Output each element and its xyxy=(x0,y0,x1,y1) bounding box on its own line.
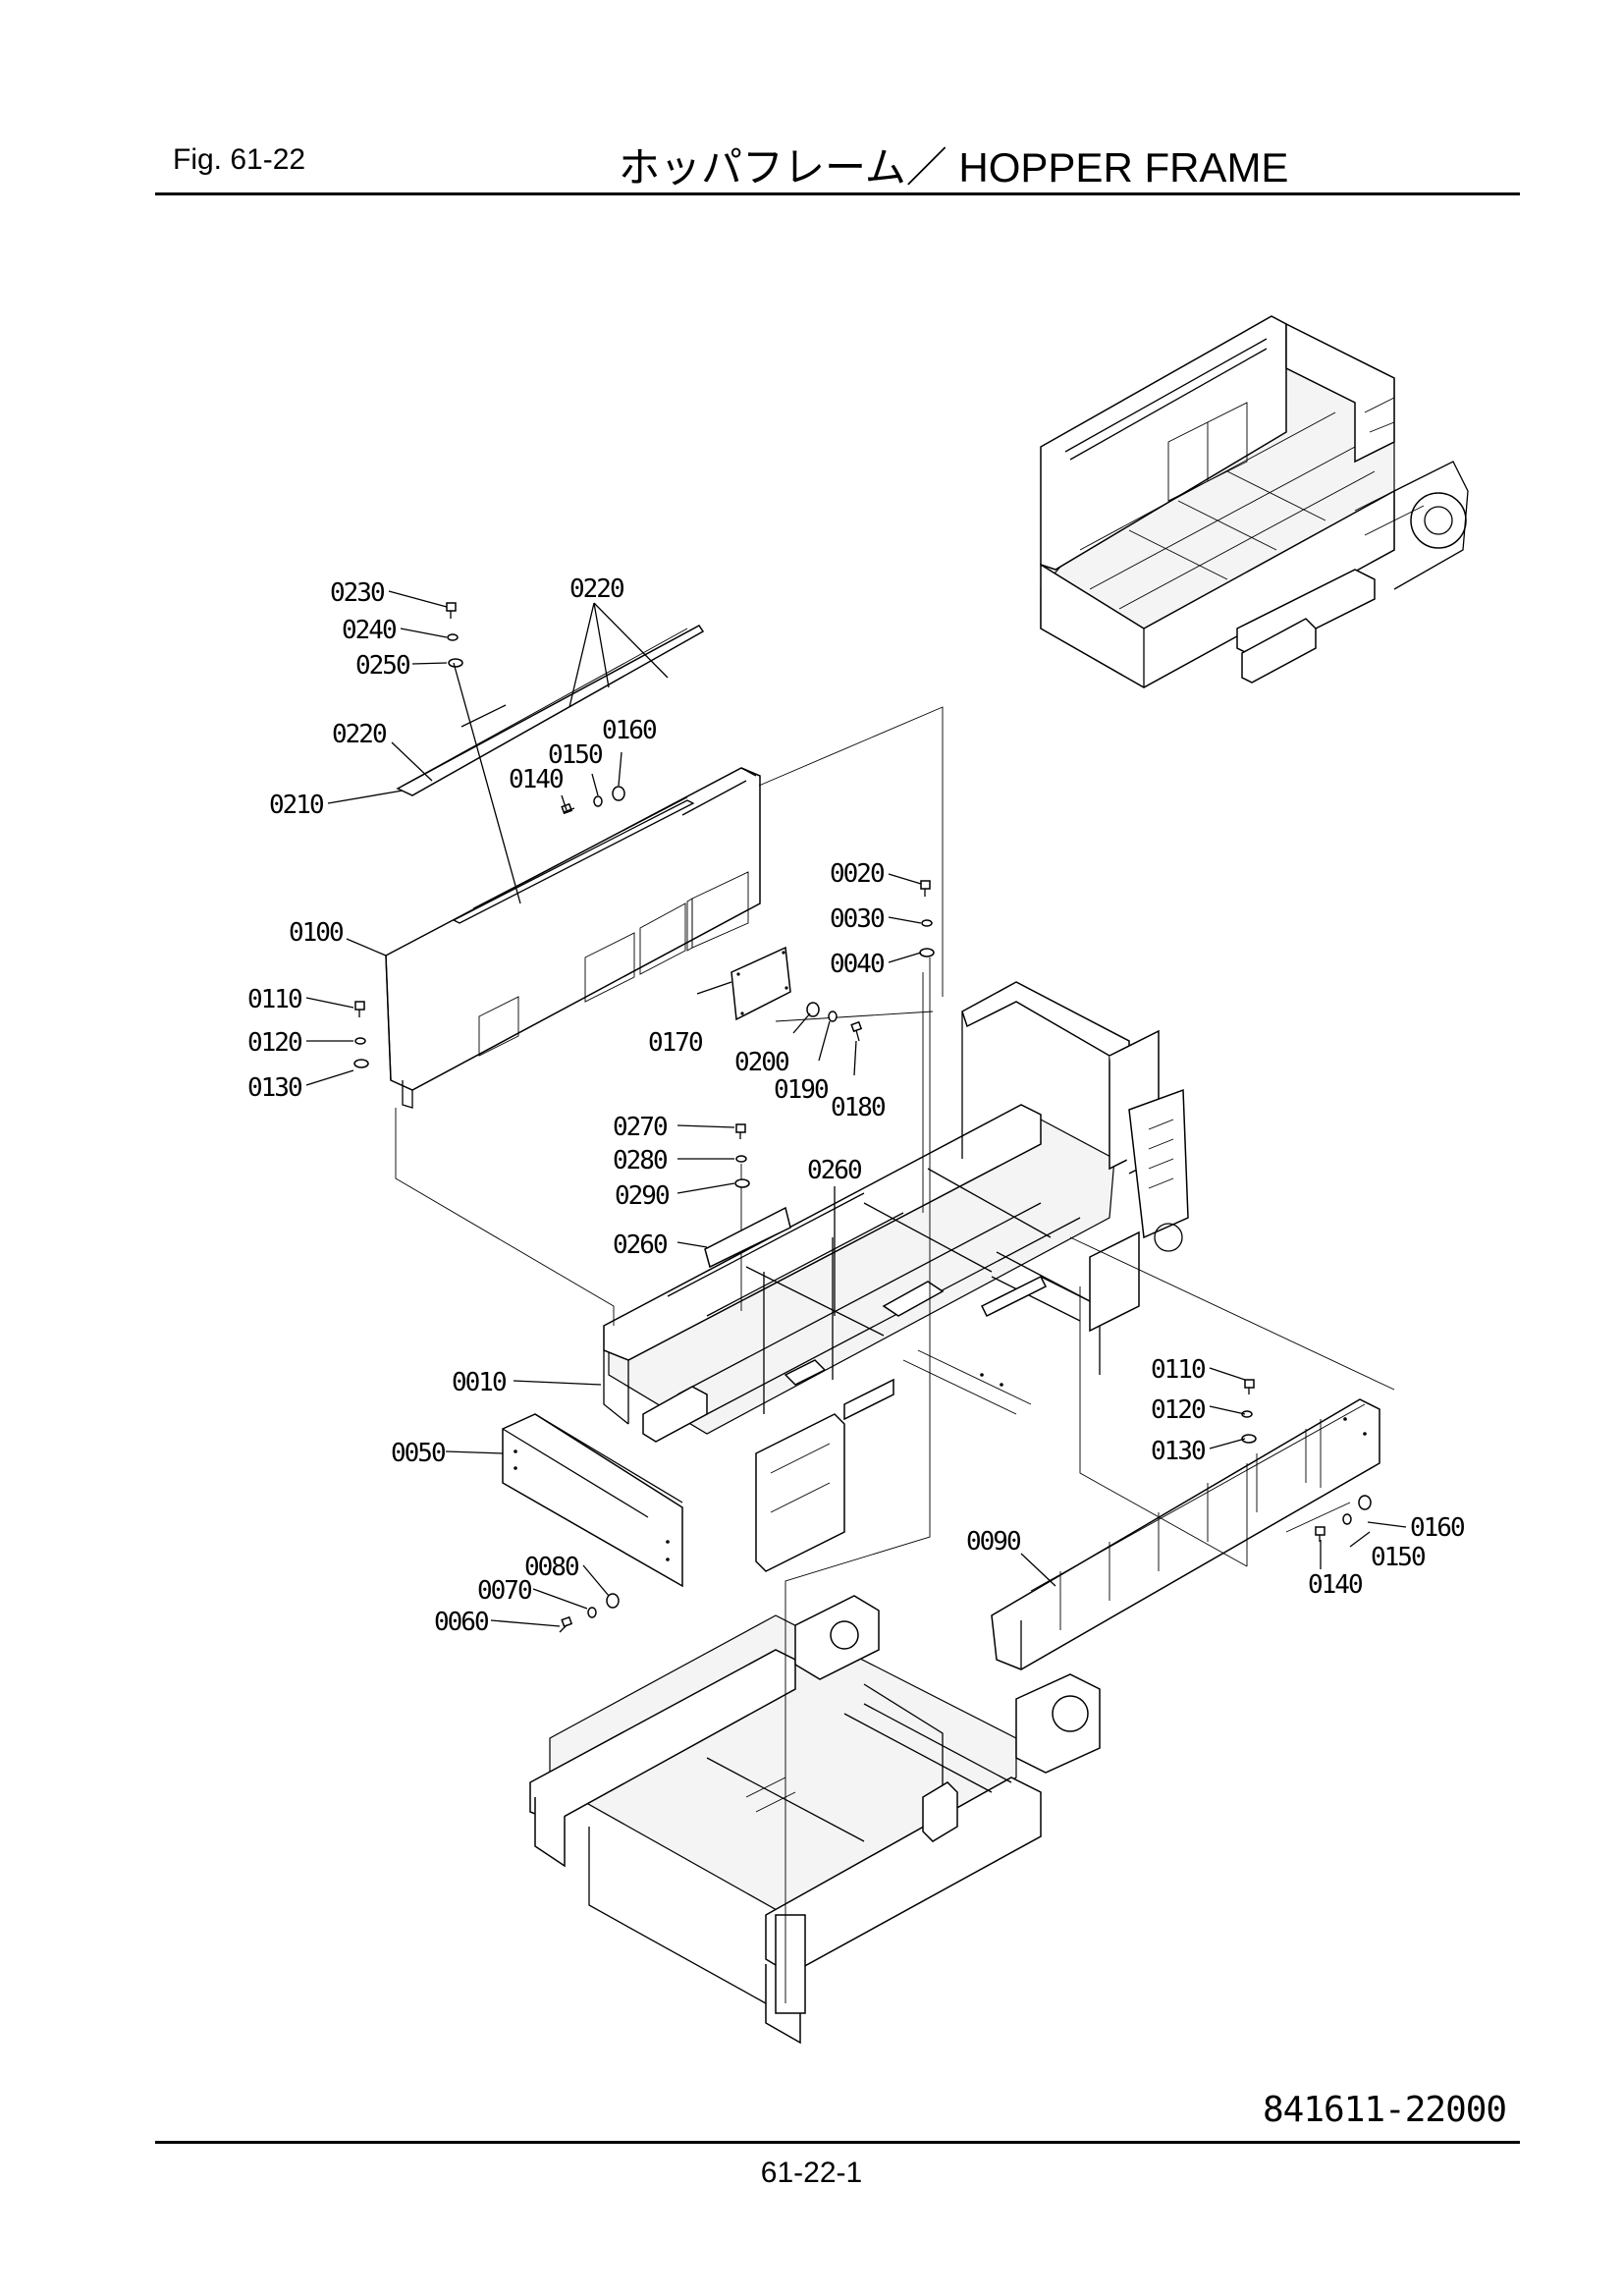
callout-0110: 0110 xyxy=(1151,1355,1205,1385)
callout-0160: 0160 xyxy=(602,716,656,745)
callout-0100: 0100 xyxy=(289,918,343,948)
callout-0030: 0030 xyxy=(830,904,884,934)
page-number: 61-22-1 xyxy=(760,2157,863,2189)
header-rule xyxy=(155,192,1520,195)
callout-0180: 0180 xyxy=(831,1093,885,1122)
drawing-number: 841611-22000 xyxy=(1263,2090,1507,2130)
callout-0040: 0040 xyxy=(830,950,884,979)
callout-0070: 0070 xyxy=(477,1576,531,1606)
main-frame-0010 xyxy=(603,981,1189,1572)
callout-labels: 0230 0240 0250 0220 0220 0210 0160 0150 … xyxy=(247,574,1466,1637)
callout-0170: 0170 xyxy=(648,1028,702,1058)
callout-0190: 0190 xyxy=(774,1075,828,1105)
callout-0060: 0060 xyxy=(434,1608,488,1637)
callout-0260: 0260 xyxy=(613,1230,667,1260)
leader-lines xyxy=(305,590,1407,1627)
callout-0130: 0130 xyxy=(247,1073,301,1103)
callout-0280: 0280 xyxy=(613,1146,667,1175)
footer-rule xyxy=(155,2141,1520,2144)
end-plate-0050 xyxy=(502,1413,683,1588)
callout-0270: 0270 xyxy=(613,1113,667,1142)
callout-0200: 0200 xyxy=(734,1048,788,1077)
callout-0080: 0080 xyxy=(524,1553,578,1582)
overview-assembly-drawing xyxy=(1040,315,1469,688)
callout-0160: 0160 xyxy=(1410,1513,1464,1543)
callout-0260: 0260 xyxy=(807,1156,861,1185)
page-title: ホッパフレーム／ HOPPER FRAME xyxy=(619,144,1289,191)
figure-label: Fig. 61-22 xyxy=(173,143,306,176)
callout-0240: 0240 xyxy=(342,616,396,645)
callout-0130: 0130 xyxy=(1151,1437,1205,1466)
callout-0050: 0050 xyxy=(391,1439,445,1468)
side-skirt-0090 xyxy=(991,1398,1380,1670)
callout-0290: 0290 xyxy=(615,1181,669,1211)
lower-frame xyxy=(529,1595,1101,2045)
callout-0140: 0140 xyxy=(509,765,563,794)
callout-0210: 0210 xyxy=(269,791,323,820)
callout-0230: 0230 xyxy=(330,578,384,608)
plate-0170 xyxy=(730,946,791,1021)
callout-0110: 0110 xyxy=(247,985,301,1014)
callout-0120: 0120 xyxy=(247,1028,301,1058)
callout-0120: 0120 xyxy=(1151,1395,1205,1425)
top-cover-strip-0210 xyxy=(396,625,705,796)
callout-0020: 0020 xyxy=(830,859,884,889)
callout-0150: 0150 xyxy=(548,740,602,770)
rear-panel-0100 xyxy=(385,767,761,1109)
assembly-guide-lines xyxy=(395,706,1395,2003)
fasteners xyxy=(353,602,1372,1633)
callout-0250: 0250 xyxy=(355,651,409,681)
callout-0220: 0220 xyxy=(332,720,386,749)
callout-0010: 0010 xyxy=(452,1368,506,1397)
callout-0150: 0150 xyxy=(1371,1543,1425,1572)
callout-0220: 0220 xyxy=(569,574,623,604)
callout-0090: 0090 xyxy=(966,1527,1020,1557)
callout-0140: 0140 xyxy=(1308,1570,1362,1600)
